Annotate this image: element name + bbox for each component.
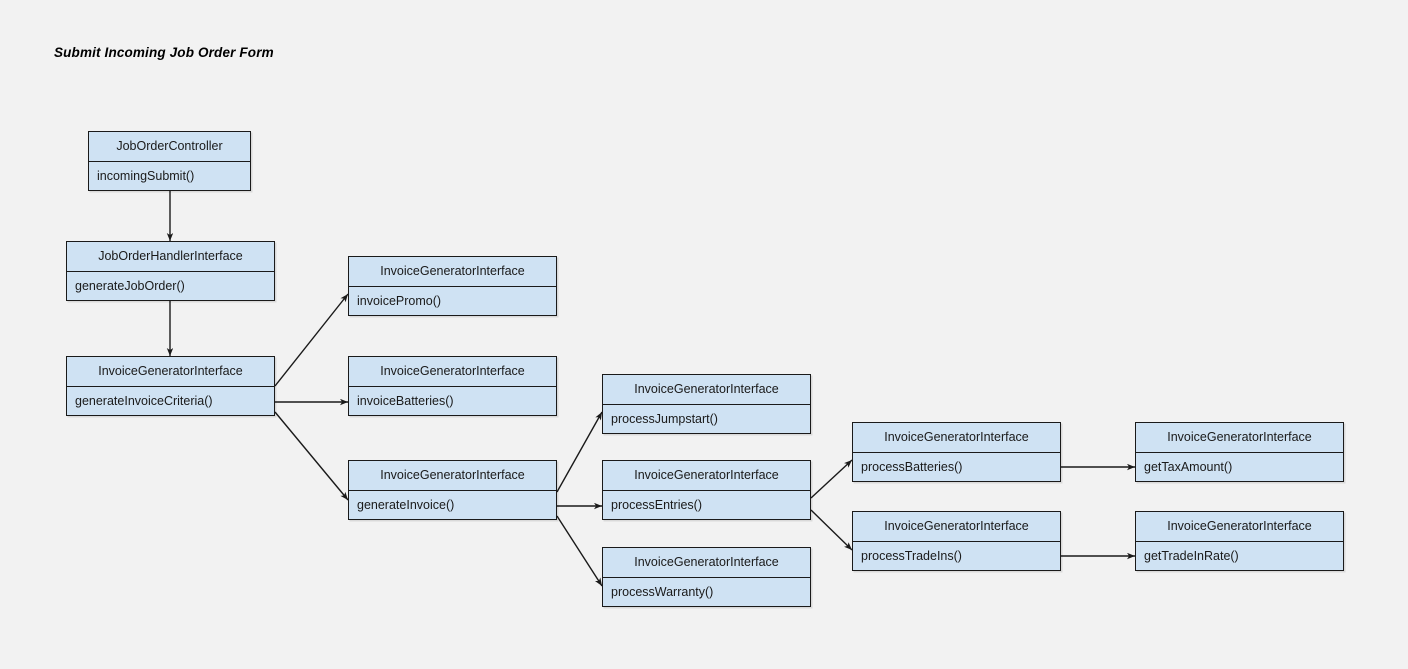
class-name-label: JobOrderHandlerInterface xyxy=(67,242,274,272)
class-name-label: InvoiceGeneratorInterface xyxy=(1136,423,1343,453)
uml-class-process-warranty[interactable]: InvoiceGeneratorInterface processWarranty… xyxy=(602,547,811,607)
class-method-label: processBatteries() xyxy=(861,460,963,474)
class-name-label: InvoiceGeneratorInterface xyxy=(853,423,1060,453)
class-name-label: InvoiceGeneratorInterface xyxy=(603,375,810,405)
edge-generate-invoice-to-warranty xyxy=(556,515,603,587)
uml-class-job-order-handler-interface[interactable]: JobOrderHandlerInterface generateJobOrder… xyxy=(66,241,275,301)
class-method-label: invoiceBatteries() xyxy=(357,394,454,408)
uml-class-get-tax-amount[interactable]: InvoiceGeneratorInterface getTaxAmount() xyxy=(1135,422,1344,482)
uml-class-process-entries[interactable]: InvoiceGeneratorInterface processEntries(… xyxy=(602,460,811,520)
class-name-label: InvoiceGeneratorInterface xyxy=(1136,512,1343,542)
class-method-label: generateInvoice() xyxy=(357,498,455,512)
class-method-label: generateInvoiceCriteria() xyxy=(75,394,213,408)
class-name-label: InvoiceGeneratorInterface xyxy=(603,548,810,578)
edge-criteria-to-promo xyxy=(274,293,349,387)
edge-criteria-to-generate-invoice xyxy=(274,411,349,501)
class-name-label: JobOrderController xyxy=(89,132,250,162)
uml-class-invoice-batteries[interactable]: InvoiceGeneratorInterface invoiceBatterie… xyxy=(348,356,557,416)
uml-class-process-trade-ins[interactable]: InvoiceGeneratorInterface processTradeIns… xyxy=(852,511,1061,571)
uml-class-process-jumpstart[interactable]: InvoiceGeneratorInterface processJumpstar… xyxy=(602,374,811,434)
class-method-label: processWarranty() xyxy=(611,585,714,599)
uml-class-invoice-promo[interactable]: InvoiceGeneratorInterface invoicePromo() xyxy=(348,256,557,316)
class-method-label: processTradeIns() xyxy=(861,549,962,563)
class-method-label: incomingSubmit() xyxy=(97,169,195,183)
class-method-label: processJumpstart() xyxy=(611,412,718,426)
class-name-label: InvoiceGeneratorInterface xyxy=(67,357,274,387)
class-method-label: getTaxAmount() xyxy=(1144,460,1233,474)
uml-class-invoice-generator-criteria[interactable]: InvoiceGeneratorInterface generateInvoice… xyxy=(66,356,275,416)
uml-class-generate-invoice[interactable]: InvoiceGeneratorInterface generateInvoice… xyxy=(348,460,557,520)
edge-entries-to-process-batteries xyxy=(810,459,853,499)
class-name-label: InvoiceGeneratorInterface xyxy=(349,257,556,287)
class-name-label: InvoiceGeneratorInterface xyxy=(349,357,556,387)
edge-entries-to-trade-ins xyxy=(810,509,853,551)
class-method-label: invoicePromo() xyxy=(357,294,442,308)
class-name-label: InvoiceGeneratorInterface xyxy=(853,512,1060,542)
class-method-label: processEntries() xyxy=(611,498,702,512)
class-name-label: InvoiceGeneratorInterface xyxy=(349,461,556,491)
class-name-label: InvoiceGeneratorInterface xyxy=(603,461,810,491)
class-method-label: generateJobOrder() xyxy=(75,279,185,293)
uml-class-job-order-controller[interactable]: JobOrderController incomingSubmit() xyxy=(88,131,251,191)
uml-class-process-batteries[interactable]: InvoiceGeneratorInterface processBatterie… xyxy=(852,422,1061,482)
class-method-label: getTradeInRate() xyxy=(1144,549,1239,563)
uml-class-get-trade-in-rate[interactable]: InvoiceGeneratorInterface getTradeInRate(… xyxy=(1135,511,1344,571)
page-title: Submit Incoming Job Order Form xyxy=(54,45,274,60)
edge-generate-invoice-to-jumpstart xyxy=(556,411,603,493)
